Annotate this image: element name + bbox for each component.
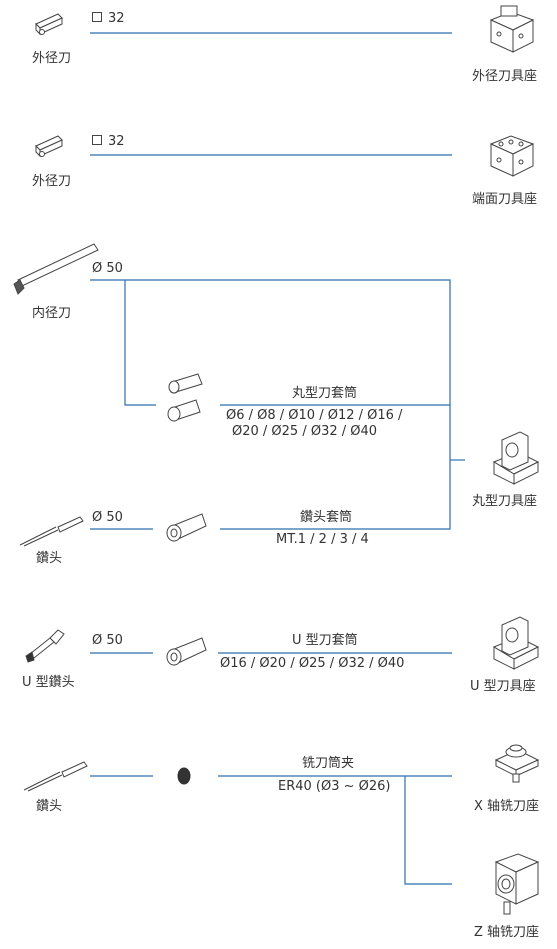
drill-1-dim: Ø 50: [92, 510, 123, 525]
connector-lines: [90, 32, 465, 885]
connector-id-branch: [124, 280, 156, 406]
od-tool-icon-1: [35, 13, 63, 36]
od-tool-2-dim: 32: [108, 134, 125, 149]
round-sleeve-spec-2: Ø20 / Ø25 / Ø32 / Ø40: [232, 424, 378, 439]
x-mill-holder-label: X 轴铣刀座: [474, 799, 540, 814]
drill-icon-2: [23, 761, 88, 792]
collet-title: 铣刀筒夹: [302, 756, 355, 771]
drill-sleeve-title: 鑽头套筒: [300, 510, 353, 525]
drill-2-label: 鑽头: [36, 799, 63, 814]
connector-z-mill: [404, 776, 452, 885]
z-mill-holder-icon: [494, 853, 540, 915]
round-holder-icon: [492, 431, 540, 485]
u-holder-icon: [492, 616, 540, 670]
square-shank-icon: [92, 135, 102, 145]
drill-icon-1: [19, 516, 84, 547]
id-tool-label: 内径刀: [32, 306, 72, 321]
face-holder-icon: [489, 135, 535, 177]
u-sleeve-title: U 型刀套筒: [292, 633, 358, 648]
od-holder-label: 外径刀具座: [472, 69, 538, 84]
round-sleeve-title: 丸型刀套筒: [292, 386, 358, 401]
drill-sleeve-spec: MT.1 / 2 / 3 / 4: [276, 532, 369, 547]
square-shank-icon: [92, 12, 102, 22]
id-tool-dim: Ø 50: [92, 261, 123, 276]
boring-bar-icon: [13, 243, 99, 295]
x-mill-holder-icon: [494, 744, 540, 783]
round-sleeve-spec-1: Ø6 / Ø8 / Ø10 / Ø12 / Ø16 /: [226, 408, 403, 423]
od-tool-2-label: 外径刀: [32, 174, 72, 189]
drill-1-label: 鑽头: [36, 551, 63, 566]
collet-icon: [177, 767, 191, 785]
u-drill-icon: [25, 629, 65, 663]
u-drill-label: U 型鑽头: [22, 675, 75, 690]
z-mill-holder-label: Z 轴铣刀座: [474, 925, 540, 940]
od-holder-icon: [489, 5, 535, 53]
od-tool-1-label: 外径刀: [32, 51, 72, 66]
u-drill-dim: Ø 50: [92, 633, 123, 648]
od-tool-icon-2: [35, 135, 63, 158]
round-holder-label: 丸型刀具座: [472, 494, 538, 509]
od-tool-1-dim: 32: [108, 11, 125, 26]
face-holder-label: 端面刀具座: [472, 192, 538, 207]
u-holder-label: U 型刀具座: [470, 679, 536, 694]
collet-spec: ER40 (Ø3 ~ Ø26): [278, 779, 391, 794]
drill-sleeve-icon: [166, 513, 207, 542]
round-sleeve-icon: [167, 373, 203, 422]
u-sleeve-icon: [166, 637, 207, 666]
u-sleeve-spec: Ø16 / Ø20 / Ø25 / Ø32 / Ø40: [220, 656, 405, 671]
